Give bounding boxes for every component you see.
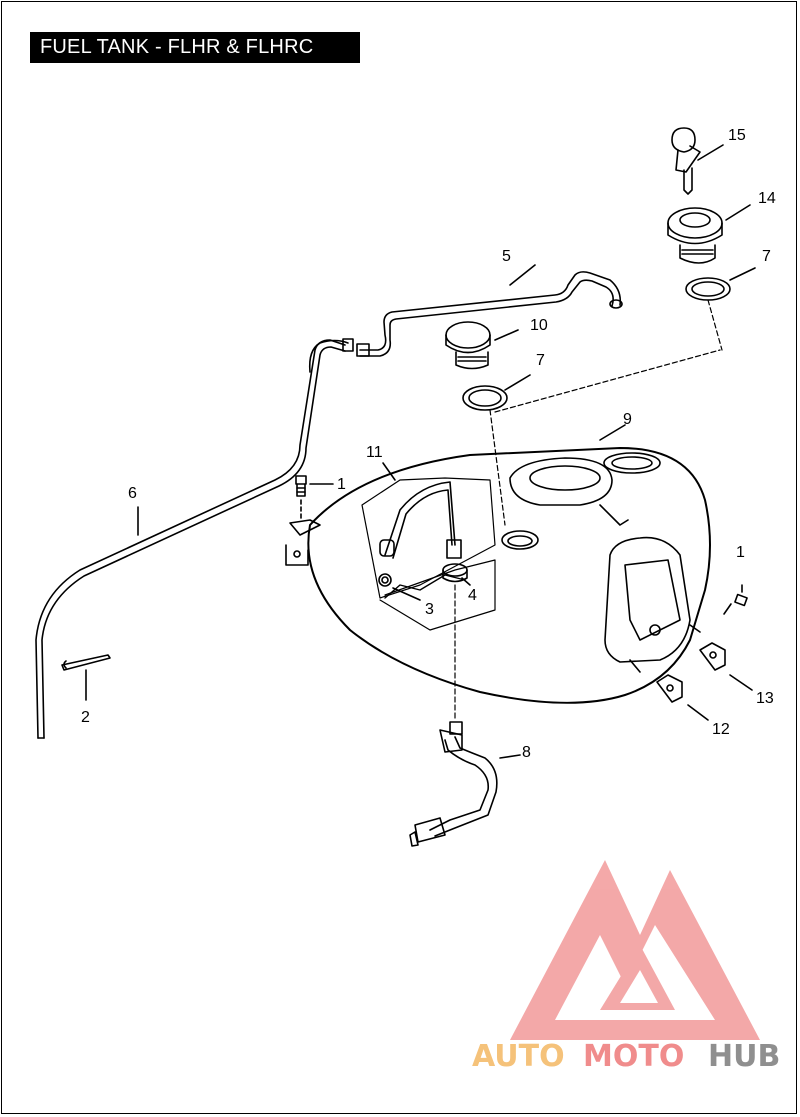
watermark-hub: HUB bbox=[708, 1039, 780, 1074]
fitting-part-4 bbox=[442, 563, 471, 586]
fuel-line-part-8 bbox=[409, 584, 521, 847]
watermark-moto: MOTO bbox=[583, 1039, 684, 1074]
vent-tube-part-6 bbox=[35, 338, 354, 739]
bracket-part-12 bbox=[656, 674, 709, 721]
bracket-part-13 bbox=[699, 642, 753, 691]
callout-15: 15 bbox=[728, 127, 746, 144]
mount-bracket-left bbox=[285, 499, 321, 566]
callout-7-left: 7 bbox=[536, 352, 545, 369]
callout-4: 4 bbox=[468, 587, 477, 604]
callout-9: 9 bbox=[623, 411, 632, 428]
callout-10: 10 bbox=[530, 317, 548, 334]
callout-11: 11 bbox=[366, 444, 383, 461]
callout-5: 5 bbox=[502, 248, 511, 265]
gasket-part-7-left bbox=[462, 374, 531, 411]
callout-1-left: 1 bbox=[337, 476, 346, 493]
clip-part-2 bbox=[61, 654, 111, 701]
watermark-logo bbox=[510, 860, 760, 1040]
leader-11 bbox=[382, 462, 396, 481]
bolt-part-1-right bbox=[723, 584, 748, 615]
callout-3: 3 bbox=[425, 601, 434, 618]
leader-5 bbox=[509, 264, 536, 286]
fuel-cap-part-14 bbox=[667, 204, 751, 264]
callout-12: 12 bbox=[712, 721, 730, 738]
fitting-part-3 bbox=[378, 573, 421, 601]
vent-tube-part-5 bbox=[356, 271, 623, 357]
gasket-part-7-right bbox=[685, 267, 756, 301]
callout-13: 13 bbox=[756, 690, 774, 707]
watermark-auto: AUTO bbox=[472, 1039, 565, 1074]
callout-6: 6 bbox=[128, 485, 137, 502]
callout-14: 14 bbox=[758, 190, 776, 207]
fuel-tank-part-9 bbox=[307, 447, 711, 704]
callout-8: 8 bbox=[522, 744, 531, 761]
callout-2: 2 bbox=[81, 709, 90, 726]
fuel-cap-part-10 bbox=[445, 321, 519, 370]
fuel-hose-part-11 bbox=[379, 481, 462, 559]
callout-7-right: 7 bbox=[762, 248, 771, 265]
callout-1-right: 1 bbox=[736, 544, 745, 561]
page-title: FUEL TANK - FLHR & FLHRC bbox=[30, 32, 360, 63]
key-part-15 bbox=[671, 127, 724, 195]
leader-9 bbox=[599, 424, 626, 441]
bolt-part-1-left bbox=[295, 475, 334, 497]
